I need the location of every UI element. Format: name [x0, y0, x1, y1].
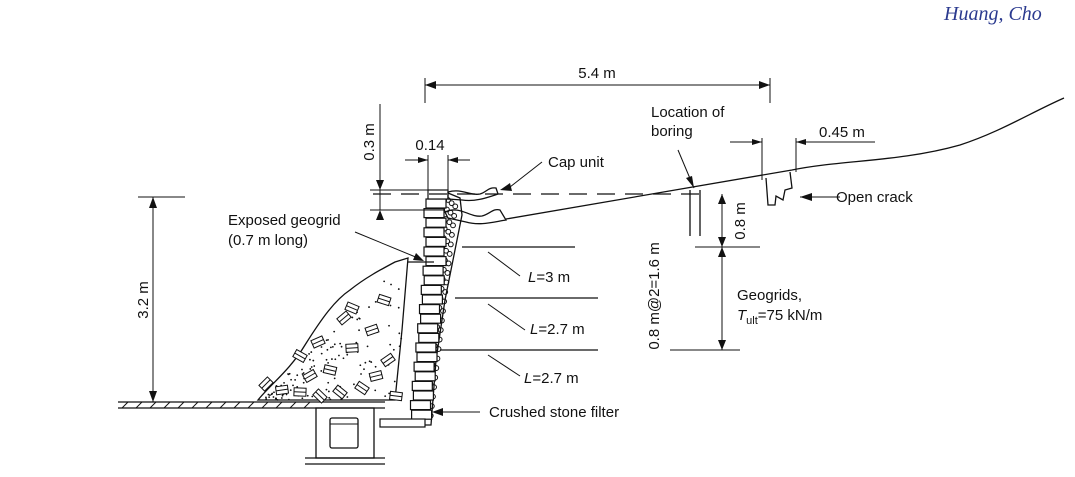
facing-block — [420, 284, 442, 295]
rock-fragment — [292, 348, 308, 364]
facing-block — [409, 400, 432, 411]
facing-block — [414, 371, 436, 382]
grid-spacing-total-label: 0.8 m@2=1.6 m — [646, 242, 663, 349]
rock-fragment — [274, 384, 290, 396]
backfill-surface — [373, 97, 1065, 220]
facing-block — [411, 380, 433, 391]
rock-fragment — [376, 293, 392, 307]
rock-fragment — [336, 310, 352, 326]
open-crack-label: Open crack — [836, 189, 913, 206]
rock-fragment — [389, 390, 403, 402]
rock-fragment — [364, 323, 380, 337]
collapsed-debris — [256, 257, 409, 404]
grid-spacing-top-label: 0.8 m — [732, 202, 749, 240]
facing-block — [417, 323, 439, 334]
cap-unit-label: Cap unit — [548, 154, 605, 171]
geogrid-length-label-1: L=3 m — [528, 269, 570, 286]
facing-block — [425, 217, 447, 228]
rock-fragment — [312, 388, 328, 404]
rock-fragment — [322, 364, 338, 376]
facing-block — [418, 332, 440, 343]
rock-fragment — [310, 335, 326, 349]
rock-fragment — [344, 301, 360, 315]
reinforcement-layers — [408, 208, 598, 351]
geogrid-length-label-3: L=2.7 m — [524, 370, 579, 387]
facing-block — [423, 246, 445, 257]
culvert-structure — [305, 407, 385, 465]
facing-block — [422, 265, 444, 276]
crack-offset-label: 0.45 m — [819, 124, 865, 141]
location-label-line2: boring — [651, 123, 693, 140]
ground-surface — [118, 401, 385, 409]
facing-block — [420, 313, 442, 324]
open-crack-mark — [730, 138, 875, 206]
facing-block — [421, 294, 443, 305]
rock-fragment — [302, 368, 318, 384]
location-label-line1: Location of — [651, 104, 725, 121]
exposed-geogrid-label-line2: (0.7 m long) — [228, 232, 308, 249]
dimension-grid-spacing: 0.8 m 0.8 m@2=1.6 m — [646, 194, 760, 351]
top-width-label: 5.4 m — [578, 65, 616, 82]
crushed-stone-label: Crushed stone filter — [489, 404, 619, 421]
facing-block — [411, 409, 433, 420]
exposed-geogrid-label-line1: Exposed geogrid — [228, 212, 341, 229]
author-header: Huang, Cho — [943, 3, 1042, 25]
cap-offset-label: 0.14 — [415, 137, 444, 154]
facing-block — [418, 304, 441, 315]
geogrids-label-line1: Geogrids, — [737, 287, 802, 304]
rock-fragment — [332, 384, 348, 400]
geogrid-length-label-2: L=2.7 m — [530, 321, 585, 338]
rock-fragment — [345, 343, 359, 353]
cap-height-label: 0.3 m — [361, 123, 378, 161]
facing-block — [425, 198, 447, 209]
wall-height-label: 3.2 m — [135, 281, 152, 319]
rock-fragment — [293, 387, 307, 397]
facing-block — [425, 256, 447, 267]
boring-location-mark — [677, 149, 701, 236]
rock-fragment — [380, 352, 396, 368]
facing-block — [423, 227, 445, 238]
geogrids-tult-label: Tult=75 kN/m — [737, 307, 822, 327]
rock-fragment — [368, 370, 384, 382]
rock-fragment — [354, 380, 370, 396]
leader-lines — [354, 161, 543, 416]
dimension-5-4m: 5.4 m — [424, 65, 771, 103]
dimension-0-3m: 0.3 m — [361, 104, 445, 220]
facing-block — [413, 361, 435, 372]
dimension-0-14: 0.14 — [405, 137, 470, 190]
facing-block — [412, 390, 434, 401]
dimension-3-2m: 3.2 m — [135, 196, 185, 402]
rock-fragment — [258, 376, 274, 392]
facing-block — [416, 352, 438, 363]
facing-block — [425, 236, 447, 247]
facing-block — [415, 342, 437, 353]
facing-block-column — [379, 198, 447, 428]
facing-block — [423, 275, 445, 286]
